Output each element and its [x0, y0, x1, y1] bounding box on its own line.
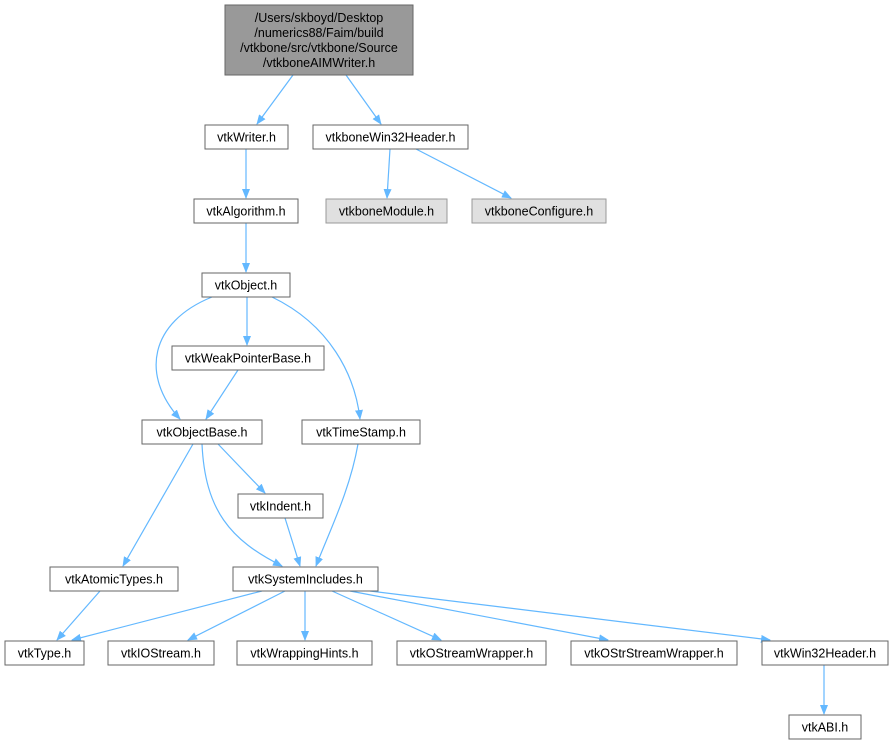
edge-vtkSystemIncludes-to-vtkWin32Header [369, 590, 771, 643]
node-label: vtkWrappingHints.h [250, 647, 358, 661]
edge-vtkSystemIncludes-to-vtkOStrStreamWrapper [349, 590, 609, 643]
edge-vtkSystemIncludes-to-vtkIOStream [187, 590, 286, 641]
edge-vtkSystemIncludes-to-vtkOStreamWrapper [331, 590, 442, 641]
node-vtkIOStream[interactable]: vtkIOStream.h [107, 640, 215, 666]
node-box [325, 198, 448, 224]
edge-vtkObject-to-vtkTimeStamp [271, 296, 363, 420]
node-box [171, 345, 325, 371]
edge-vtkObject-to-vtkObjectBase [155, 296, 213, 420]
node-vtkABI[interactable]: vtkABI.h [788, 714, 862, 740]
node-box [236, 640, 373, 666]
node-label: vtkAlgorithm.h [206, 205, 285, 219]
node-label: vtkObjectBase.h [156, 426, 247, 440]
node-vtkIndent[interactable]: vtkIndent.h [237, 493, 324, 519]
node-label: vtkboneWin32Header.h [326, 131, 456, 145]
node-label: vtkObject.h [215, 279, 278, 293]
node-vtkAtomicTypes[interactable]: vtkAtomicTypes.h [49, 566, 179, 592]
node-box [788, 714, 862, 740]
node-box [204, 124, 289, 150]
node-label: vtkWriter.h [217, 131, 276, 145]
node-label: vtkAtomicTypes.h [65, 573, 163, 587]
node-box [232, 566, 379, 592]
node-label: vtkIndent.h [250, 500, 311, 514]
node-label: vtkWin32Header.h [774, 647, 876, 661]
node-vtkboneModule[interactable]: vtkboneModule.h [325, 198, 448, 224]
node-box [224, 4, 414, 76]
edge-vtkIndent-to-vtkSystemIncludes [284, 517, 302, 567]
node-vtkWeakPointerBase[interactable]: vtkWeakPointerBase.h [171, 345, 325, 371]
node-label: /Users/skboyd/Desktop [255, 11, 384, 25]
node-vtkSystemIncludes[interactable]: vtkSystemIncludes.h [232, 566, 379, 592]
node-vtkObject[interactable]: vtkObject.h [201, 272, 291, 298]
node-vtkOStreamWrapper[interactable]: vtkOStreamWrapper.h [396, 640, 547, 666]
node-vtkboneConfigure[interactable]: vtkboneConfigure.h [471, 198, 607, 224]
node-label: vtkTimeStamp.h [316, 426, 406, 440]
node-vtkAlgorithm[interactable]: vtkAlgorithm.h [193, 198, 299, 224]
node-vtkWrappingHints[interactable]: vtkWrappingHints.h [236, 640, 373, 666]
edge-vtkTimeStamp-to-vtkSystemIncludes [315, 443, 359, 567]
node-vtkWin32Header[interactable]: vtkWin32Header.h [761, 640, 889, 666]
edge-vtkObjectBase-to-vtkSystemIncludes [201, 443, 283, 567]
edge-vtkWeakPointerBase-to-vtkObjectBase [205, 369, 239, 420]
edge-vtkObjectBase-to-vtkAtomicTypes [122, 443, 194, 567]
node-label: vtkABI.h [802, 721, 849, 735]
node-box [107, 640, 215, 666]
node-box [201, 272, 291, 298]
edge-root-to-vtkboneWin32Header [345, 74, 382, 125]
node-box [141, 419, 263, 445]
edge-vtkboneWin32Header-to-vtkboneModule [383, 148, 392, 199]
node-vtkTimeStamp[interactable]: vtkTimeStamp.h [301, 419, 421, 445]
edge-vtkboneWin32Header-to-vtkboneConfigure [415, 148, 512, 199]
node-box [237, 493, 324, 519]
edge-root-to-vtkWriter [256, 74, 294, 125]
node-label: vtkboneConfigure.h [485, 205, 593, 219]
node-label: vtkIOStream.h [121, 647, 201, 661]
edge-layer [56, 74, 828, 715]
node-box [312, 124, 469, 150]
node-vtkType[interactable]: vtkType.h [4, 640, 85, 666]
node-box [193, 198, 299, 224]
node-vtkboneWin32Header[interactable]: vtkboneWin32Header.h [312, 124, 469, 150]
node-root[interactable]: /Users/skboyd/Desktop/numerics88/Faim/bu… [224, 4, 414, 76]
node-box [471, 198, 607, 224]
edge-vtkAtomicTypes-to-vtkType [56, 590, 101, 641]
node-vtkObjectBase[interactable]: vtkObjectBase.h [141, 419, 263, 445]
node-box [4, 640, 85, 666]
edge-vtkObjectBase-to-vtkIndent [217, 443, 266, 494]
node-layer: /Users/skboyd/Desktop/numerics88/Faim/bu… [4, 4, 889, 740]
edge-vtkSystemIncludes-to-vtkType [71, 590, 263, 642]
node-label: vtkWeakPointerBase.h [185, 352, 311, 366]
node-vtkOStrStreamWrapper[interactable]: vtkOStrStreamWrapper.h [570, 640, 738, 666]
node-vtkWriter[interactable]: vtkWriter.h [204, 124, 289, 150]
node-box [396, 640, 547, 666]
node-label: vtkboneModule.h [339, 205, 434, 219]
node-label: vtkOStreamWrapper.h [410, 647, 533, 661]
node-box [761, 640, 889, 666]
node-label: vtkSystemIncludes.h [248, 573, 363, 587]
node-label: /numerics88/Faim/build [254, 26, 383, 40]
node-label: vtkOStrStreamWrapper.h [584, 647, 723, 661]
node-label: /vtkbone/src/vtkbone/Source [240, 41, 398, 55]
node-box [570, 640, 738, 666]
node-box [301, 419, 421, 445]
node-box [49, 566, 179, 592]
node-label: vtkType.h [18, 647, 72, 661]
node-label: /vtkboneAIMWriter.h [263, 56, 375, 70]
